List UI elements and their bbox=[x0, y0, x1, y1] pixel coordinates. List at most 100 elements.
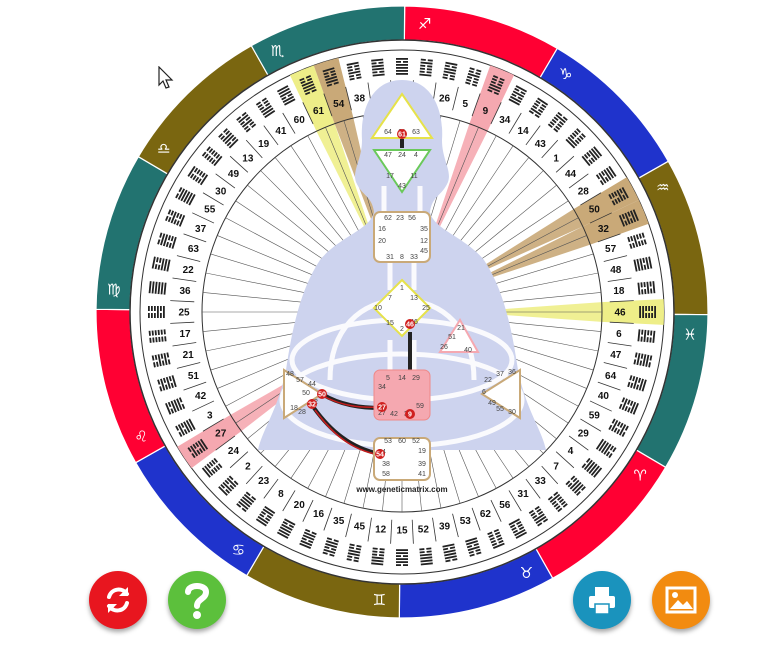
hexagram-icon bbox=[637, 329, 656, 343]
gate-number-49: 49 bbox=[228, 169, 240, 180]
zodiac-glyph-scorpio: ♏ bbox=[271, 42, 285, 60]
g-center bbox=[372, 278, 432, 338]
hexagram-icon bbox=[547, 491, 568, 513]
printer-icon bbox=[589, 587, 615, 615]
gate-ray-9 bbox=[424, 123, 488, 257]
gate-number-17: 17 bbox=[179, 329, 191, 340]
zodiac-glyph-taurus: ♉ bbox=[520, 564, 533, 582]
gate-ray-61 bbox=[316, 123, 380, 257]
gate-number-12: 12 bbox=[375, 524, 387, 535]
print-button[interactable] bbox=[573, 571, 631, 629]
hexagram-icon bbox=[322, 537, 339, 557]
gate-number-1: 1 bbox=[553, 153, 559, 164]
hexagram-icon bbox=[508, 85, 528, 106]
gate-number-42: 42 bbox=[195, 391, 207, 402]
hexagram-icon bbox=[236, 111, 257, 133]
svg-text:54: 54 bbox=[376, 452, 384, 459]
hexagram-icon bbox=[255, 505, 276, 527]
ajna-center bbox=[372, 149, 432, 194]
throat-center bbox=[373, 211, 431, 263]
gate-number-63: 63 bbox=[188, 244, 200, 255]
center-gate-21: 21 bbox=[457, 325, 465, 332]
gate-number-14: 14 bbox=[518, 126, 530, 137]
gate-number-16: 16 bbox=[313, 509, 325, 520]
hexagram-icon bbox=[276, 518, 296, 539]
center-gate-22: 22 bbox=[484, 377, 492, 384]
center-gate-42: 42 bbox=[390, 411, 398, 418]
center-gate-10: 10 bbox=[374, 305, 382, 312]
svg-text:32: 32 bbox=[308, 402, 316, 409]
center-gate-2: 2 bbox=[400, 326, 404, 333]
center-gate-28: 28 bbox=[298, 409, 306, 416]
hexagram-icon bbox=[637, 281, 656, 295]
center-gate-25: 25 bbox=[422, 305, 430, 312]
gate-number-19: 19 bbox=[258, 139, 270, 150]
hexagram-icon bbox=[528, 97, 549, 119]
gate-number-21: 21 bbox=[183, 350, 195, 361]
hexagram-icon bbox=[633, 256, 653, 272]
gate-number-56: 56 bbox=[499, 500, 511, 511]
center-gate-31: 31 bbox=[386, 254, 394, 261]
hexagram-icon bbox=[618, 209, 639, 227]
center-gate-29: 29 bbox=[412, 375, 420, 382]
gate-number-3: 3 bbox=[207, 410, 213, 421]
highlighted-gate-32 bbox=[582, 199, 649, 245]
gate-spoke bbox=[290, 145, 363, 253]
gate-number-13: 13 bbox=[242, 153, 254, 164]
gate-number-31: 31 bbox=[518, 489, 530, 500]
hexagram-icon bbox=[299, 75, 317, 96]
gate-number-24: 24 bbox=[228, 446, 240, 457]
gate-number-6: 6 bbox=[616, 329, 622, 340]
zodiac-glyph-libra: ♎ bbox=[157, 139, 170, 157]
hexagram-icon bbox=[148, 306, 165, 318]
hexagram-icon bbox=[218, 128, 239, 149]
hexagram-icon bbox=[528, 505, 549, 527]
hexagram-icon bbox=[201, 457, 223, 478]
activated-gates: 61 46 27 9 50 32 54 bbox=[307, 129, 415, 459]
hexagram-icon bbox=[371, 547, 385, 566]
hexagram-icon bbox=[236, 491, 257, 513]
hexagram-icon bbox=[627, 232, 647, 249]
center-gate-8: 8 bbox=[400, 254, 404, 261]
gate-number-5: 5 bbox=[463, 99, 469, 110]
hexagram-icon bbox=[276, 85, 296, 106]
hexagram-icon bbox=[165, 209, 186, 227]
heart-center bbox=[438, 318, 480, 353]
center-gate-20: 20 bbox=[378, 238, 386, 245]
gate-number-46: 46 bbox=[614, 308, 626, 319]
hexagram-icon bbox=[618, 397, 639, 415]
gate-number-4: 4 bbox=[568, 446, 574, 457]
highlighted-gate-61 bbox=[289, 65, 335, 132]
gate-number-55: 55 bbox=[204, 205, 216, 216]
gate-number-52: 52 bbox=[418, 524, 430, 535]
center-gate-15: 15 bbox=[386, 320, 394, 327]
image-button[interactable] bbox=[652, 571, 710, 629]
gate-number-22: 22 bbox=[183, 265, 195, 276]
gate-number-ring: 1011265934144314428503257481846647644059… bbox=[178, 90, 626, 537]
hexagram-icon bbox=[633, 352, 653, 368]
gate-number-2: 2 bbox=[245, 462, 251, 473]
svg-text:27: 27 bbox=[378, 405, 386, 412]
center-gate-27: 27 bbox=[378, 410, 386, 417]
center-gate-57: 57 bbox=[296, 377, 304, 384]
center-gate-39: 39 bbox=[418, 461, 426, 468]
hexagram-icon bbox=[565, 475, 586, 496]
gate-spoke bbox=[274, 157, 357, 257]
gate-spoke bbox=[307, 135, 369, 249]
gate-number-40: 40 bbox=[598, 391, 610, 402]
center-gate-55: 55 bbox=[496, 406, 504, 413]
hexagram-icon bbox=[157, 375, 177, 392]
refresh-button[interactable] bbox=[89, 571, 147, 629]
hexagram-icon bbox=[547, 111, 568, 133]
hexagram-icon bbox=[175, 418, 196, 438]
highlighted-gate-46 bbox=[601, 299, 664, 325]
help-button[interactable] bbox=[168, 571, 226, 629]
gate-number-48: 48 bbox=[610, 265, 622, 276]
gate-spoke bbox=[435, 135, 497, 249]
center-gate-18: 18 bbox=[290, 405, 298, 412]
gate-number-23: 23 bbox=[258, 476, 270, 487]
center-gate-48: 48 bbox=[286, 371, 294, 378]
gate-number-15: 15 bbox=[396, 526, 408, 537]
gate-number-44: 44 bbox=[565, 169, 577, 180]
sacral-center bbox=[373, 369, 431, 421]
